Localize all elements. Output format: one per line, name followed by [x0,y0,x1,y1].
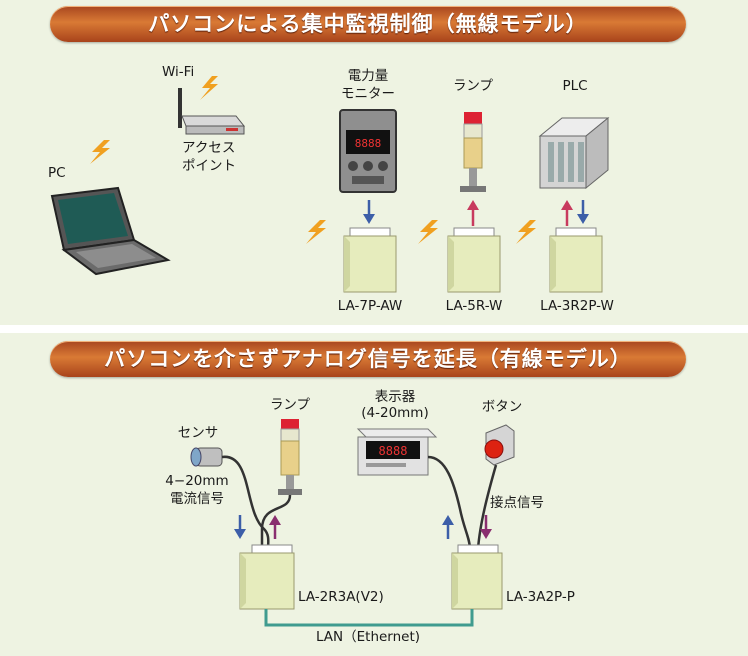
wireless-section: パソコンによる集中監視制御（無線モデル） [0,0,748,325]
arrow-unit-to-lamp [467,200,479,226]
wireless-section-title: パソコンによる集中監視制御（無線モデル） [50,6,686,42]
wireless-diagram-graphics: 8888 [50,76,610,293]
lan-connection-label: LAN（Ethernet) [315,629,421,645]
laptop-pc-icon [50,186,171,276]
device-unit-la-2r3a [239,544,295,610]
wired-section: パソコンを介さずアナログ信号を延長（有線モデル） [0,333,748,656]
push-button-icon [484,424,515,466]
section-divider [0,325,748,333]
device3-signal-lightning-icon [516,220,536,244]
arrow-unit-to-lamp-bottom [269,515,281,539]
power-monitor-label-line2: モニター [341,86,395,102]
arrow-plc-bidirectional [561,200,589,226]
access-point-icon [178,88,246,135]
svg-text:8888: 8888 [379,444,408,458]
button-label: ボタン [481,399,523,415]
sensor-label: センサ [177,425,219,441]
svg-text:8888: 8888 [355,137,382,150]
lamp-cable [260,494,292,549]
signal-lamp-icon-bottom [278,419,302,495]
device1-signal-lightning-icon [306,220,326,244]
lamp-label-top: ランプ [452,78,494,94]
device-unit-la-3r2p-w [549,227,603,293]
arrow-button-to-unit [480,515,492,539]
arrow-monitor-to-unit [363,200,375,224]
wired-diagram-graphics: 8888 [190,419,515,627]
contact-signal-label: 接点信号 [490,495,544,511]
current-signal-label-line2: 電流信号 [170,491,224,507]
button-cable [476,464,498,550]
arrow-unit-to-display [442,515,454,539]
plc-label: PLC [562,78,588,94]
access-point-label-line1: アクセス [182,140,236,156]
sensor-icon [190,447,223,467]
signal-lamp-icon [460,112,486,192]
right-device-model-label: LA-3A2P-P [506,589,575,605]
device-unit-la-5r-w [447,227,501,293]
left-device-model-label: LA-2R3A(V2) [298,589,384,605]
device-unit-la-7p-aw [343,227,397,293]
power-monitor-icon: 8888 [339,109,397,193]
current-signal-label-line1: 4−20mm [165,473,229,489]
plc-icon [538,116,610,190]
wifi-label: Wi-Fi [162,64,195,80]
display-label-line2: (4-20mm) [361,405,429,421]
pc-signal-lightning-icon [90,140,110,164]
arrow-sensor-to-unit [234,515,246,539]
lamp-label-bottom: ランプ [269,397,311,413]
device2-signal-lightning-icon [418,220,438,244]
power-monitor-label-line1: 電力量 [347,68,389,84]
pc-label: PC [48,165,66,181]
device-model-label-1: LA-7P-AW [337,298,403,314]
access-point-label-line2: ポイント [182,158,236,174]
lan-cable [264,609,474,627]
display-label-line1: 表示器 [374,389,416,405]
wifi-signal-lightning-icon [200,76,218,100]
wired-section-title: パソコンを介さずアナログ信号を延長（有線モデル） [50,341,686,377]
panel-display-icon: 8888 [356,428,438,476]
display-cable [427,455,472,550]
device-model-label-3: LA-3R2P-W [540,298,614,314]
device-unit-la-3a2p-p [451,544,503,610]
device-model-label-2: LA-5R-W [445,298,503,314]
